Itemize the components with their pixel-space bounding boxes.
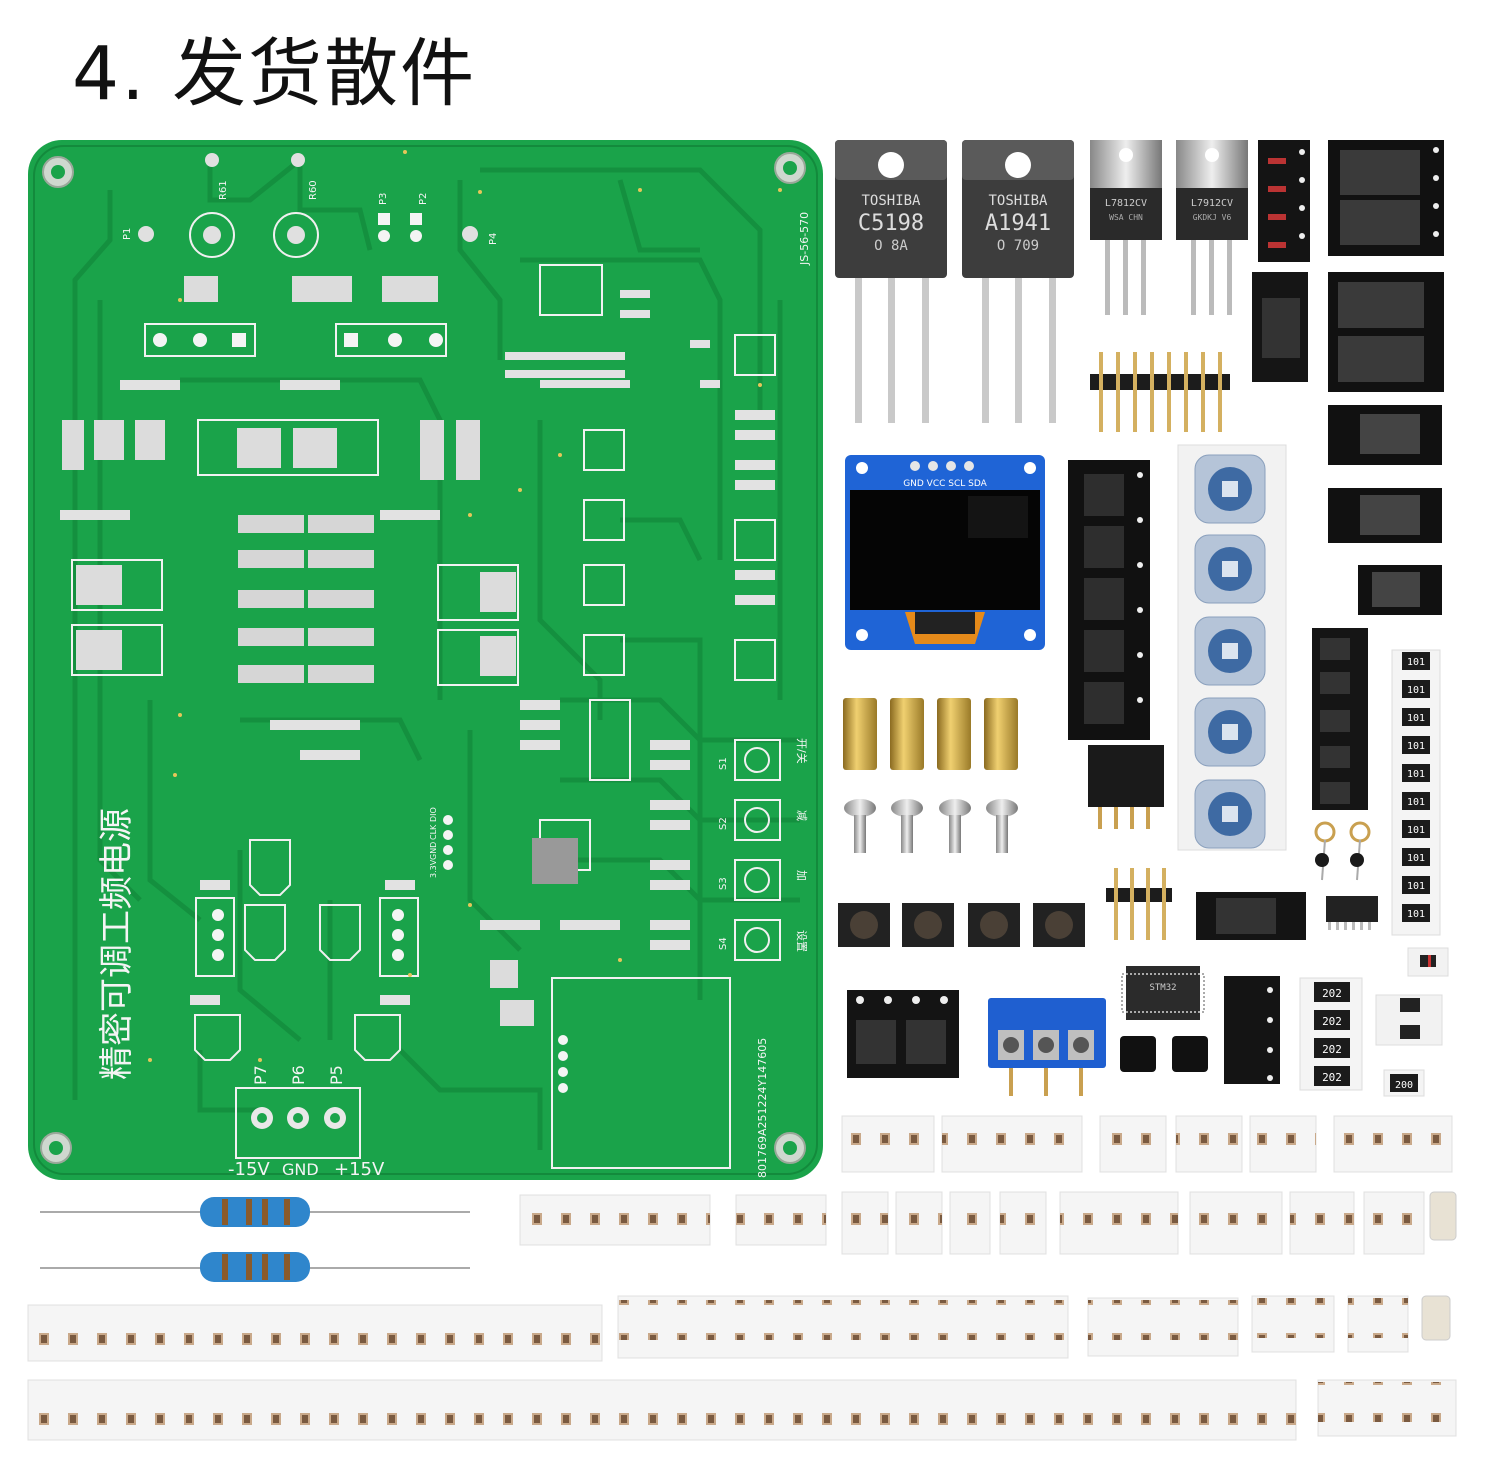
header-label-p1: P1 [122,228,133,240]
header-label-p3: P3 [378,193,389,205]
pcb-board-title: 精密可调工频电源 [97,808,137,1080]
resistor-101-code-8: 101 [1407,853,1425,864]
mcu-chip: STM32 [1121,966,1205,1020]
prog-pin-3v3: 3.3V [429,859,438,878]
brass-standoffs [843,698,1018,770]
pin-header-8 [1090,352,1230,432]
thermistors [1314,821,1371,881]
pcb-serial: 801769A251224Y147605 [756,1038,769,1178]
smd-tapes-top-right [1252,140,1444,615]
resistor-101-code-10: 101 [1407,909,1425,920]
so8-tape-bottom [847,990,959,1078]
resistor-202-code-3: 202 [1322,1043,1342,1056]
button-label-power: 开/关 [795,738,809,764]
smd-strips [27,1115,1457,1441]
sot23-tape [1312,628,1368,810]
button-label-minus: 减 [795,810,808,821]
header-label-r60: R60 [308,180,319,200]
mcu-mark: STM32 [1149,983,1176,993]
transistor-1-brand: TOSHIBA [861,193,921,209]
power-label-pos: +15V [334,1159,385,1180]
voltage-regulators: L7812CV WSA CHN L7912CV GKDKJ V6 [1090,140,1248,315]
header-label-r61: R61 [218,180,229,200]
transistor-2-brand: TOSHIBA [988,193,1048,209]
regulator-1-mark: L7812CV [1105,198,1147,209]
prog-pin-dio: DIO [429,807,438,822]
oled-module: GND VCC SCL SDA [845,455,1045,650]
through-hole-resistors [40,1197,470,1282]
jumpers [1120,1036,1208,1072]
resistor-101-code-3: 101 [1407,713,1425,724]
button-label-set: 设置 [795,930,808,952]
sot-tape-vertical [1224,976,1280,1084]
resistor-101-code-5: 101 [1407,769,1425,780]
small-diode [1407,947,1449,977]
switch-ref-s3: S3 [718,877,729,890]
resistor-101-code-4: 101 [1407,741,1425,752]
switch-ref-s4: S4 [718,937,729,950]
regulator-2-mark: L7912CV [1191,198,1233,209]
pin-label-p7: P7 [251,1065,270,1085]
resistor-101-code-1: 101 [1407,657,1425,668]
regulator-1-sub: WSA CHN [1109,213,1143,222]
tactile-buttons [838,903,1085,947]
prog-pin-clk: CLK [429,824,438,840]
power-label-neg: -15V [228,1159,270,1180]
header-label-p2: P2 [418,193,429,205]
pcb-board: 精密可调工频电源 JS-56-570 801769A251224Y147605 … [28,140,823,1180]
resistor-202-code-2: 202 [1322,1015,1342,1028]
resistor-200-code: 200 [1395,1080,1413,1091]
resistor-101-code-7: 101 [1407,825,1425,836]
oled-pin-labels: GND VCC SCL SDA [903,479,987,489]
transistor-1-mark: C5198 [858,211,924,236]
soic-chip [1326,896,1378,930]
sop8-tape [1068,460,1150,740]
regulator-2-sub: GKDKJ V6 [1193,213,1232,222]
rectifier-tape [1196,892,1306,940]
transistor-1-sub: O 8A [874,238,908,254]
transistor-2-mark: A1941 [985,211,1051,236]
resistor-101-code-6: 101 [1407,797,1425,808]
resistor-tape-101: 101 101 101 101 101 101 101 101 101 101 [1391,649,1441,936]
resistor-101-code-2: 101 [1407,685,1425,696]
button-label-plus: 加 [795,870,808,881]
pin-label-p5: P5 [327,1065,346,1085]
transistor-2-sub: O 709 [997,238,1039,254]
pin-header-4 [1106,868,1172,940]
small-switch-tape: 200 [1375,994,1443,1097]
female-header [1088,745,1164,829]
header-label-p4: P4 [488,233,499,245]
pin-label-p6: P6 [289,1065,308,1085]
resistor-202-code-4: 202 [1322,1071,1342,1084]
resistor-tape-202: 202 202 202 202 [1299,977,1363,1091]
pcb-code-vertical: JS-56-570 [798,212,811,266]
screws [844,799,1018,853]
prog-pin-gnd: GND [429,842,438,860]
page-title: 4. 发货散件 [72,31,477,117]
resistor-202-code-1: 202 [1322,987,1342,1000]
switch-ref-s2: S2 [718,817,729,830]
power-transistors: TOSHIBA C5198 O 8A TOSHIBA A1941 O 709 [835,140,1074,423]
resistor-101-code-9: 101 [1407,881,1425,892]
trimmer-tape [1177,444,1287,851]
terminal-block [988,998,1106,1096]
switch-ref-s1: S1 [718,757,729,770]
power-label-gnd: GND [282,1160,319,1179]
